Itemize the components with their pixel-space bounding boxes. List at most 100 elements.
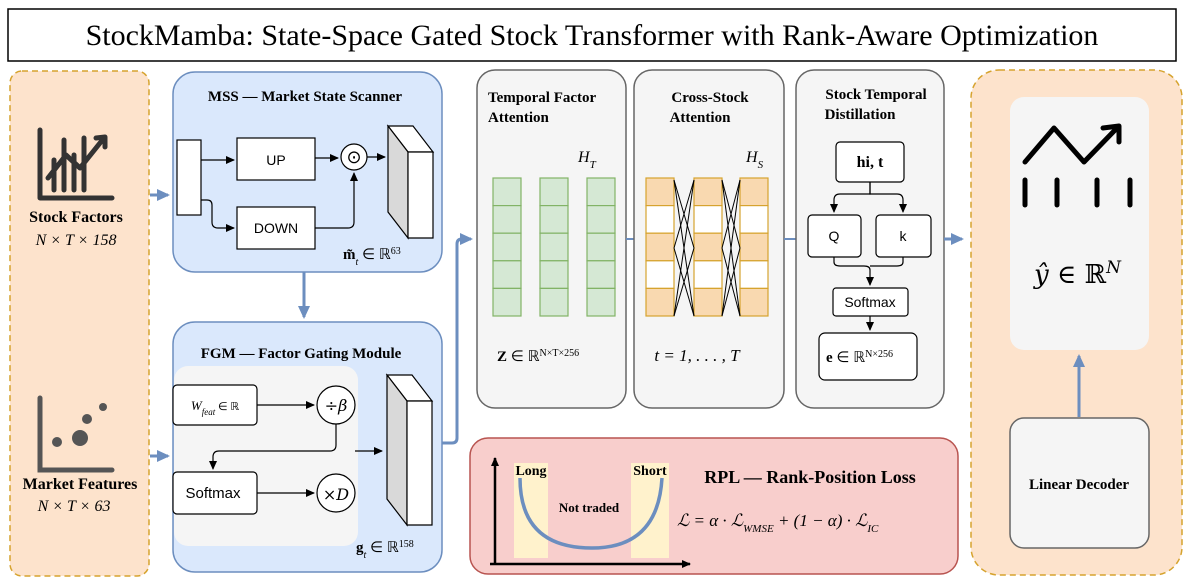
cross-attention-line [673, 247, 695, 317]
tfa-token-cell [539, 232, 569, 262]
csa-token-cell [693, 260, 723, 289]
csa-token-cell [739, 260, 769, 289]
csa-head-label: HS [745, 149, 764, 171]
csa-token-cell [693, 287, 723, 317]
tfa-token-columns [492, 177, 616, 317]
tfa-token-cell [539, 205, 569, 234]
mss-output-tensor [386, 124, 435, 240]
up-box [236, 137, 316, 181]
std-softmax-label: Softmax [844, 294, 895, 310]
std-title-line2: Distillation [825, 107, 896, 123]
rpl-formula: ℒ = α · ℒWMSE + (1 − α) · ℒIC [677, 511, 879, 535]
short-label: Short [633, 464, 667, 479]
prediction-card [1010, 97, 1149, 350]
csa-title-line1: Cross-Stock [671, 90, 749, 106]
csa-token-cell [739, 232, 769, 262]
tfa-token-cell [586, 260, 616, 289]
long-label: Long [515, 464, 546, 479]
cross-attention-line [673, 179, 695, 249]
csa-token-cell [693, 232, 723, 262]
arrow-fgm-to-tfa [442, 233, 473, 445]
market-features-shape: N × T × 63 [37, 498, 111, 515]
tfa-token-cell [492, 260, 522, 289]
tfa-title-line1: Temporal Factor [488, 90, 597, 106]
tfa-token-cell [492, 287, 522, 317]
tfa-token-cell [492, 232, 522, 262]
scatter-plot-icon [37, 395, 115, 473]
down-label: DOWN [254, 220, 298, 236]
csa-token-cell [739, 287, 769, 317]
rpl-module: Long Short Not traded RPL — Rank-Positio… [469, 437, 959, 575]
e-box [818, 332, 918, 381]
tfa-token-cell [492, 177, 522, 207]
connector-hit-k [869, 182, 907, 213]
title-banner: StockMamba: State-Space Gated Stock Tran… [7, 8, 1177, 62]
rpl-title: RPL — Rank-Position Loss [704, 467, 916, 487]
connector-down-odot [315, 172, 358, 229]
mss-module: MSS — Market State Scanner UP DOWN ⊙ m̃t… [172, 71, 443, 273]
csa-token-cell [645, 177, 675, 207]
csa-token-columns [645, 177, 769, 317]
times-d-node [316, 473, 356, 513]
q-label: Q [829, 228, 840, 244]
tfa-token-cell [539, 287, 569, 317]
k-label: k [900, 228, 908, 244]
times-d-label: ×D [323, 485, 349, 504]
tfa-head-label: HT [577, 149, 597, 171]
csa-time-range: t = 1, . . . , T [654, 346, 741, 365]
rpl-loss-curve [518, 477, 664, 550]
csa-title-line2: Attention [670, 110, 731, 126]
connector-q-softmax [833, 257, 874, 286]
cross-attention-line [721, 247, 741, 317]
std-module: Stock Temporal Distillation hi, t Q k So… [795, 69, 945, 409]
linear-decoder-box [1009, 417, 1150, 549]
csa-token-cell [645, 205, 675, 234]
csa-token-cell [645, 260, 675, 289]
connector-k-softmax [870, 257, 904, 267]
connector-hit-q [830, 182, 871, 213]
tfa-token-cell [586, 205, 616, 234]
odot-symbol: ⊙ [346, 147, 361, 168]
trend-bars-icon [1022, 123, 1133, 208]
linear-decoder-label: Linear Decoder [1029, 477, 1129, 493]
stock-factors-label: Stock Factors [29, 209, 123, 226]
connector-beta-softmax [209, 424, 337, 470]
csa-token-cell [739, 177, 769, 207]
csa-token-cell [645, 287, 675, 317]
output-panel: ŷ ∈ ℝN Linear Decoder [970, 69, 1183, 576]
fgm-module: FGM — Factor Gating Module Wfeat ∈ ℝ ÷β … [172, 321, 443, 573]
fgm-output-label: gt ∈ ℝ158 [356, 539, 414, 561]
tfa-token-cell [492, 205, 522, 234]
tfa-token-cell [586, 287, 616, 317]
e-label: e ∈ ℝN×256 [826, 349, 893, 367]
tfa-token-cell [539, 177, 569, 207]
mss-output-label: m̃t ∈ ℝ63 [343, 246, 401, 268]
cross-attention-line [721, 179, 741, 249]
tfa-token-cell [586, 232, 616, 262]
fgm-softmax-label: Softmax [185, 485, 241, 502]
cross-attention-line [721, 179, 741, 317]
csa-token-cell [739, 205, 769, 234]
csa-token-cell [693, 177, 723, 207]
csa-token-cell [645, 232, 675, 262]
fgm-title: FGM — Factor Gating Module [201, 346, 402, 362]
input-panel: Stock Factors N × T × 158 Market Feature… [9, 70, 150, 577]
stock-chart-icon [37, 127, 115, 201]
tfa-token-cell [539, 260, 569, 289]
std-title-line1: Stock Temporal [825, 87, 926, 103]
mss-title: MSS — Market State Scanner [208, 89, 402, 105]
tfa-output-label: Z ∈ ℝN×T×256 [497, 348, 579, 366]
tfa-token-cell [586, 177, 616, 207]
y-hat-label: ŷ ∈ ℝN [1033, 258, 1122, 290]
cross-attention-line [673, 179, 695, 317]
w-feat-label: Wfeat ∈ ℝ [191, 398, 239, 417]
market-features-label: Market Features [23, 476, 138, 493]
down-box [236, 206, 316, 250]
csa-token-cell [693, 205, 723, 234]
hit-label: hi, t [857, 154, 884, 171]
mss-input-block [176, 139, 202, 216]
csa-module: Cross-Stock Attention HS t = 1, . . . , … [633, 69, 785, 409]
tfa-module: Temporal Factor Attention HT Z ∈ ℝN×T×25… [476, 69, 627, 409]
tfa-title-line2: Attention [488, 110, 549, 126]
